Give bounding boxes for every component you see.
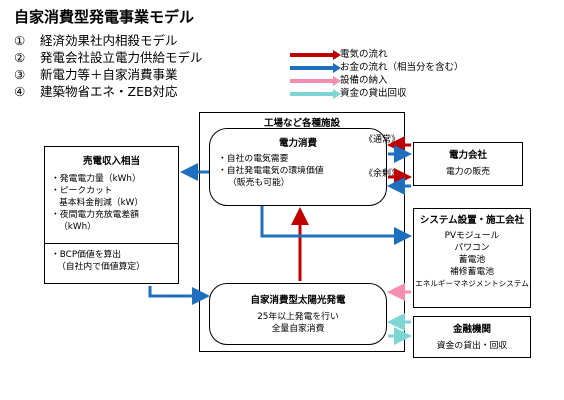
income-box: 売電収入相当 ・発電電力量（kWh） ・ピークカット 基本料金削減（kW） ・夜… [44, 146, 179, 284]
income-item: ・夜間電力充放電差額 [51, 210, 139, 220]
consumption-title: 電力消費 [278, 138, 317, 149]
page-title: 自家消費型発電事業モデル [14, 8, 195, 26]
generation-title: 自家消費型太陽光発電 [250, 295, 346, 306]
arrow-consumption-to-system [260, 206, 412, 245]
income-item: ・ピークカット [51, 186, 113, 196]
power-company-title: 電力会社 [448, 150, 487, 161]
bcp-item: ・BCP価値を算出 [51, 250, 122, 260]
system-item: PVモジュール [444, 231, 500, 241]
finance-box: 金融機関 資金の貸出・回収 [413, 316, 531, 358]
income-item: （kWh） [59, 222, 96, 232]
finance-title: 金融機関 [452, 324, 491, 335]
arrow-income-to-generation [148, 286, 210, 305]
income-title: 売電収入相当 [82, 156, 140, 167]
legend: 電気の流れ お金の流れ（相当分を含む） 設備の納入 資金の貸出回収 [290, 48, 464, 100]
consumption-box: 電力消費 ・自社の電気需要 ・自社発電電気の環境価値 （販売も可能） [209, 128, 387, 206]
surplus-label: 《余剰》 [364, 169, 401, 179]
generation-line: 全量自家消費 [271, 324, 325, 334]
generation-line: 25年以上発電を行い [257, 312, 339, 322]
consumption-item: ・自社の電気需要 [218, 154, 289, 164]
consumption-item: （販売も可能） [228, 178, 290, 188]
facility-title: 工場など各種施設 [263, 118, 340, 129]
normal-label: 《通常》 [364, 135, 401, 145]
system-item: パワコン [454, 243, 490, 253]
system-company-title: システム設置・施工会社 [419, 215, 525, 226]
bcp-item: （自社内で価値算定） [57, 262, 145, 272]
legend-money: お金の流れ（相当分を含む） [290, 61, 464, 74]
power-company-box: 電力会社 電力の販売 [413, 142, 523, 186]
system-item: 蓄電池 [458, 255, 486, 265]
legend-funds: 資金の貸出回収 [290, 87, 464, 100]
income-item: 基本料金削減（kW） [59, 198, 144, 208]
power-company-text: 電力の販売 [446, 167, 490, 177]
system-item: 補修蓄電池 [450, 267, 494, 277]
finance-text: 資金の貸出・回収 [436, 341, 508, 351]
legend-electricity: 電気の流れ [290, 48, 464, 61]
income-item: ・発電電力量（kWh） [51, 174, 141, 184]
legend-equipment: 設備の納入 [290, 74, 464, 87]
consumption-item: ・自社発電電気の環境価値 [218, 166, 324, 176]
system-item: エネルギーマネジメントシステム [415, 279, 529, 288]
system-company-box: システム設置・施工会社 PVモジュール パワコン 蓄電池 補修蓄電池 エネルギー… [413, 208, 531, 308]
generation-box: 自家消費型太陽光発電 25年以上発電を行い 全量自家消費 [209, 283, 387, 345]
